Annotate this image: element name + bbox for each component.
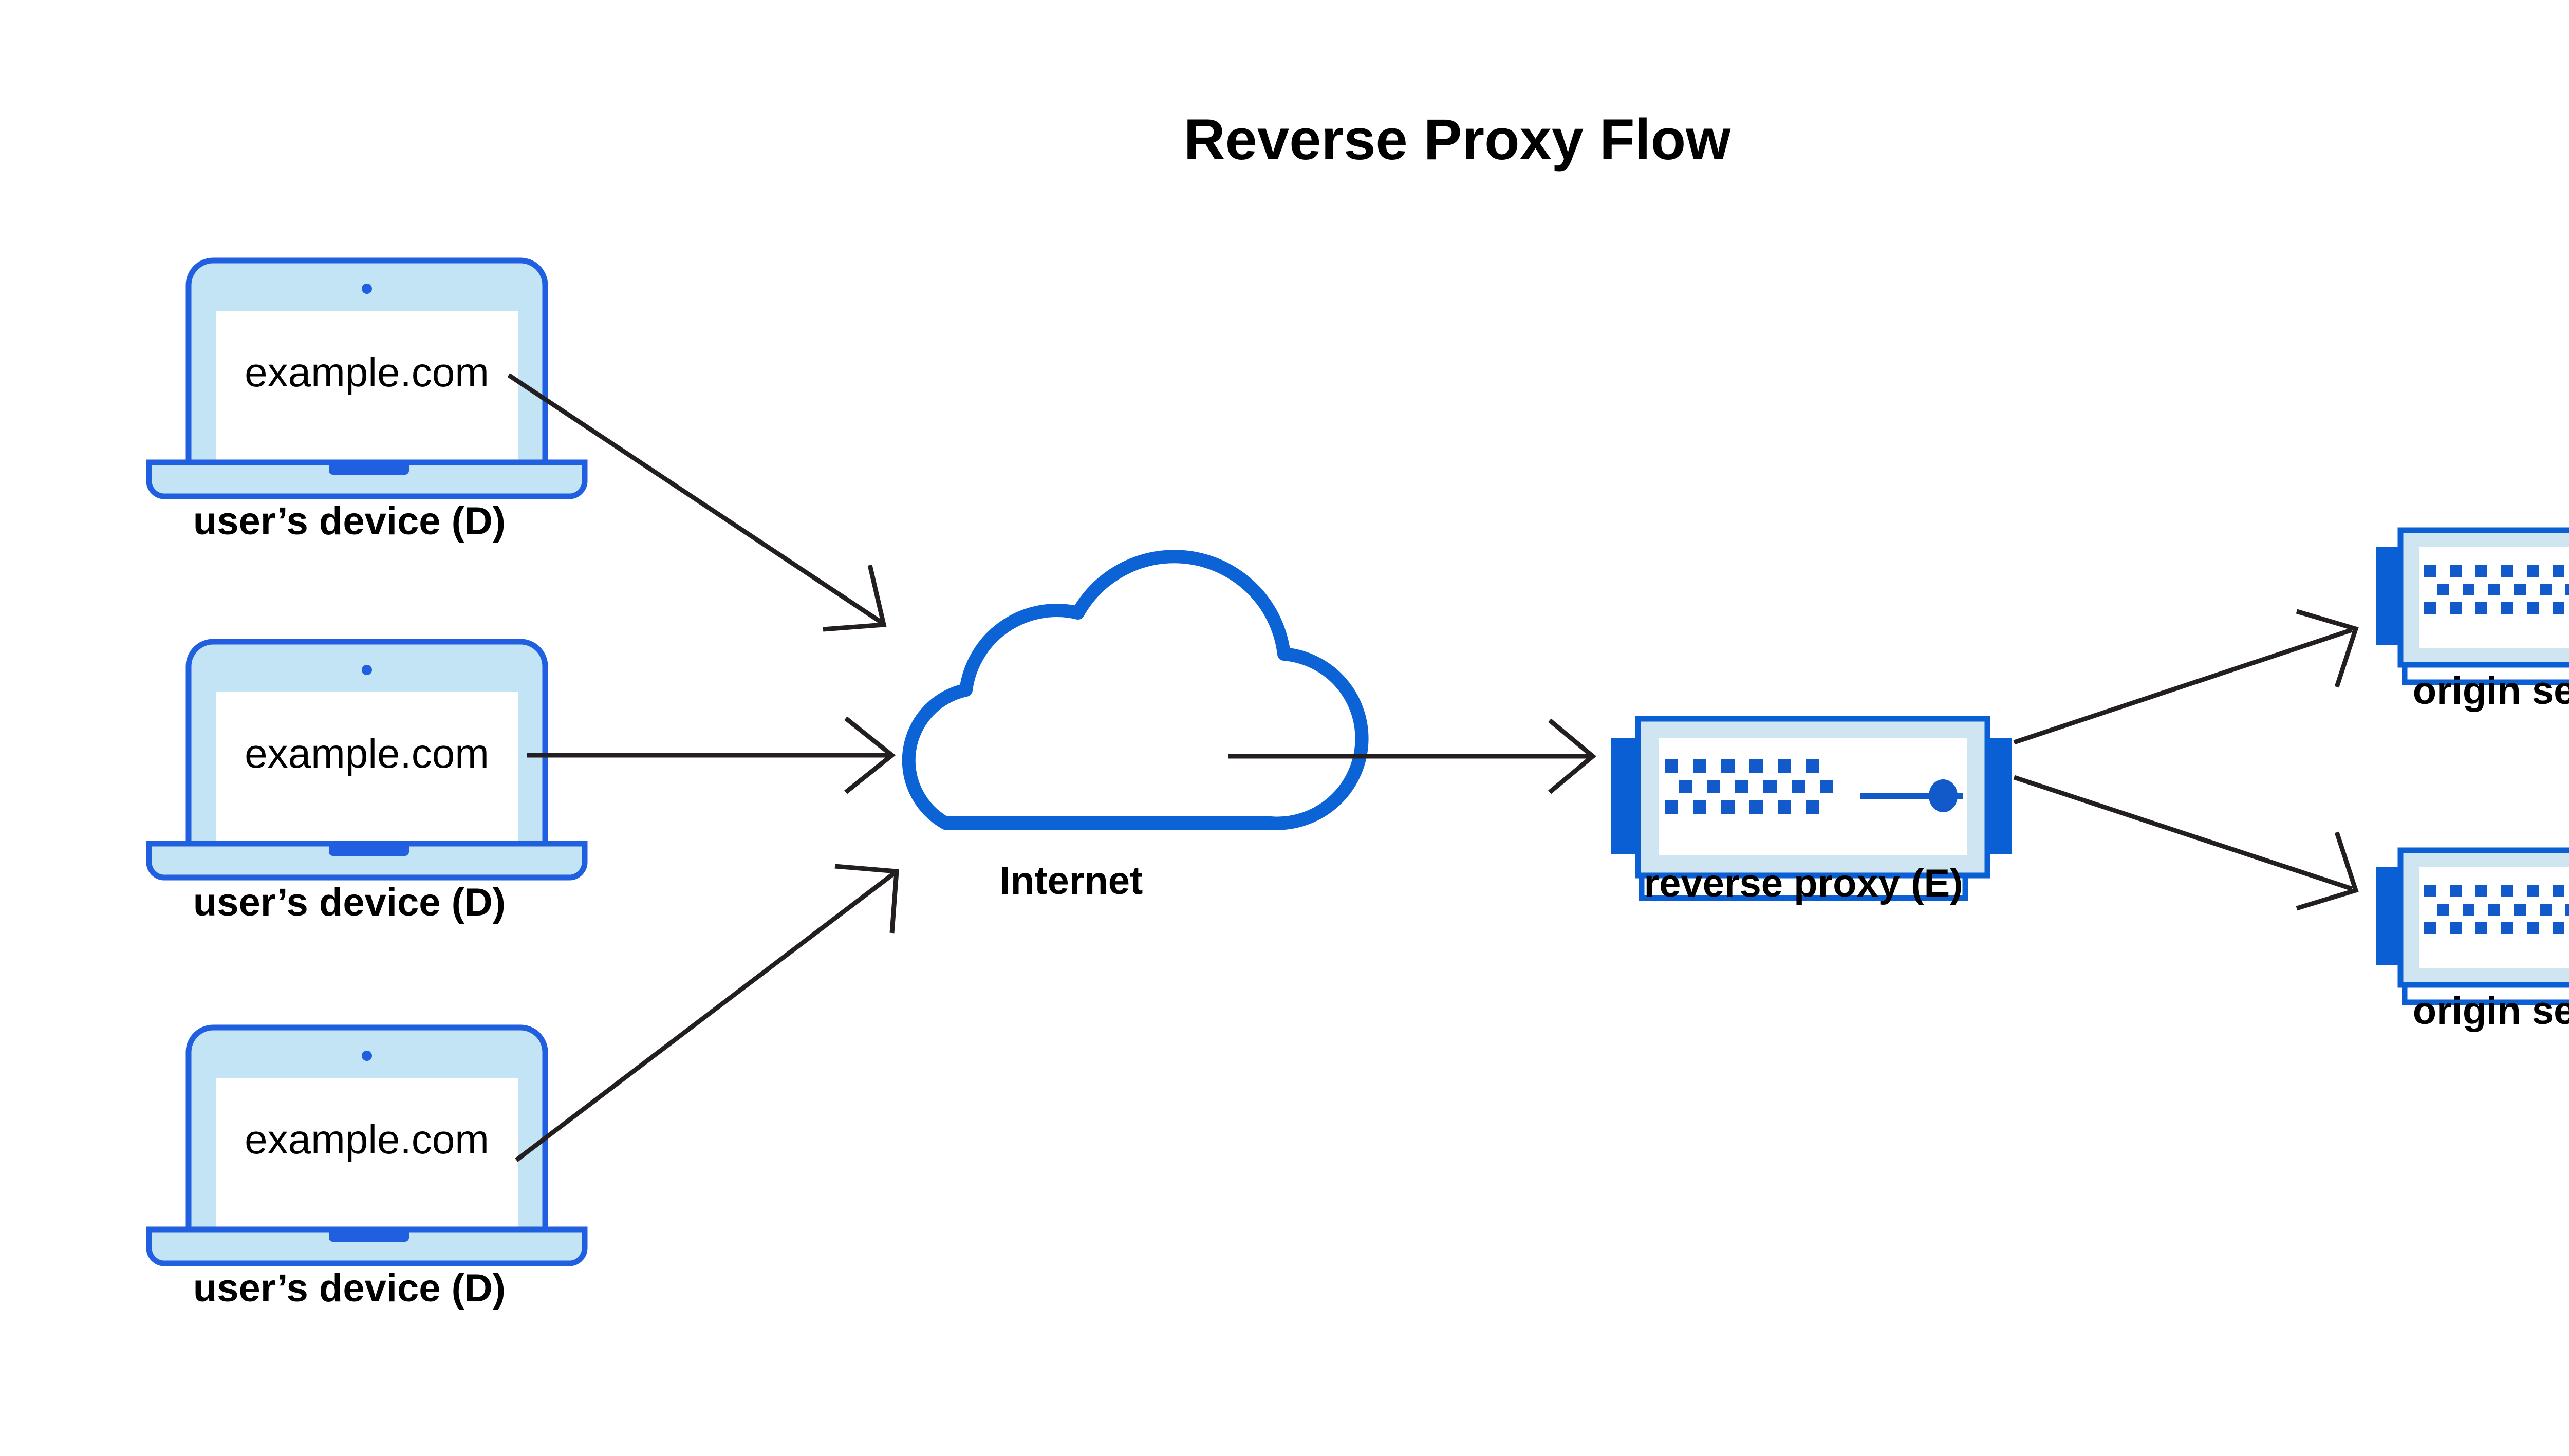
server-led-icon [1929, 779, 1958, 812]
arrow-internet-to-proxy [1228, 718, 1597, 794]
arrow-device3-to-internet [515, 864, 899, 1162]
arrow-proxy-to-origin1 [2013, 609, 2359, 745]
camera-dot-icon [362, 1051, 372, 1061]
device-node-1[interactable]: example.com user’s device (D) [146, 257, 588, 543]
internet-label: Internet [1000, 859, 1143, 903]
laptop-icon-3 [146, 1024, 588, 1266]
camera-dot-icon [362, 665, 372, 675]
arrow-device2-to-internet [527, 716, 896, 794]
device-node-3[interactable]: example.com user’s device (D) [146, 1024, 588, 1310]
camera-dot-icon [362, 284, 372, 294]
origin-server-label-1: origin server (F) [2413, 669, 2569, 713]
origin-server-node-2[interactable]: origin server (F) [2376, 847, 2569, 1033]
server-icon-proxy [1611, 716, 2012, 901]
device-node-2[interactable]: example.com user’s device (D) [146, 639, 588, 924]
device-label-2: user’s device (D) [193, 881, 506, 924]
origin-server-label-2: origin server (F) [2413, 989, 2569, 1033]
reverse-proxy-node[interactable]: reverse proxy (E) [1611, 716, 2012, 905]
laptop-icon-2 [146, 639, 588, 881]
reverse-proxy-label: reverse proxy (E) [1644, 862, 1963, 905]
arrow-proxy-to-origin2 [2013, 775, 2359, 911]
server-icon-origin-2 [2376, 847, 2569, 1005]
device-screen-text-3: example.com [245, 1116, 489, 1162]
origin-server-node-1[interactable]: origin server (F) [2376, 527, 2569, 713]
device-screen-text-1: example.com [245, 349, 489, 395]
arrow-device1-to-internet [507, 373, 887, 632]
device-label-1: user’s device (D) [193, 499, 506, 543]
server-vent-dots [1665, 759, 1833, 814]
device-label-3: user’s device (D) [193, 1266, 506, 1310]
page-title: Reverse Proxy Flow [1184, 107, 1731, 172]
device-screen-text-2: example.com [245, 731, 489, 776]
server-icon-origin-1 [2376, 527, 2569, 685]
laptop-icon-1 [146, 257, 588, 499]
